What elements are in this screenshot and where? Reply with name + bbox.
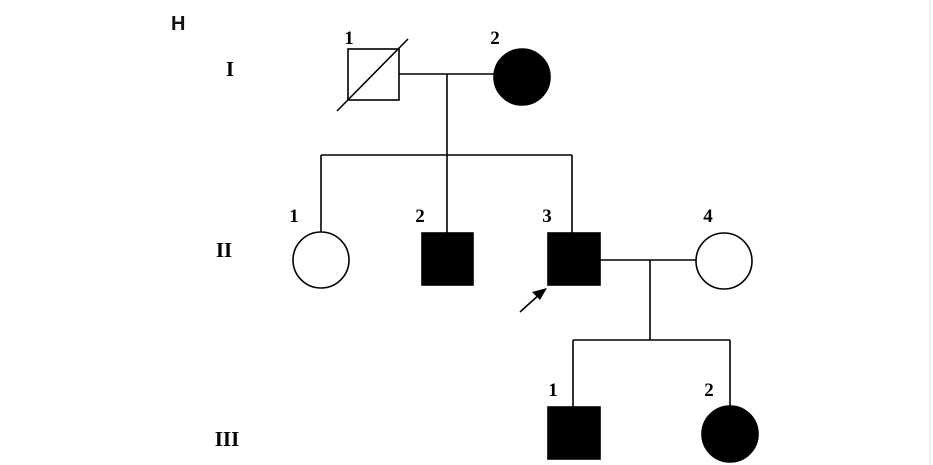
individual-number: 1 <box>548 380 558 401</box>
individual-number: 1 <box>344 28 354 49</box>
individual-number: 3 <box>542 206 552 227</box>
individual-II-1: 1 <box>289 206 350 289</box>
proband-arrow-icon <box>519 288 547 313</box>
female-circle-symbol <box>695 232 753 290</box>
individual-II-2: 2 <box>415 206 474 286</box>
generation-label-I: I <box>226 57 234 81</box>
individual-number: 4 <box>703 206 713 227</box>
generation-label-III: III <box>215 427 240 451</box>
individual-number: 1 <box>289 206 299 227</box>
deceased-slash <box>336 38 409 112</box>
male-square-symbol <box>421 232 474 286</box>
female-circle-symbol <box>493 48 551 106</box>
individual-III-2: 2 <box>701 380 759 463</box>
individual-III-1: 1 <box>547 380 601 460</box>
male-square-symbol <box>547 232 601 286</box>
female-circle-symbol <box>701 405 759 463</box>
male-square-symbol <box>547 406 601 460</box>
generation-label-II: II <box>216 238 232 262</box>
individual-number: 2 <box>490 28 500 49</box>
individual-II-3: 3 <box>519 206 601 313</box>
panel-label: H <box>171 13 185 35</box>
female-circle-symbol <box>292 231 350 289</box>
individual-I-1: 1 <box>336 28 409 112</box>
individual-I-2: 2 <box>490 28 551 106</box>
individual-number: 2 <box>704 380 714 401</box>
individual-number: 2 <box>415 206 425 227</box>
individual-II-4: 4 <box>695 206 753 290</box>
